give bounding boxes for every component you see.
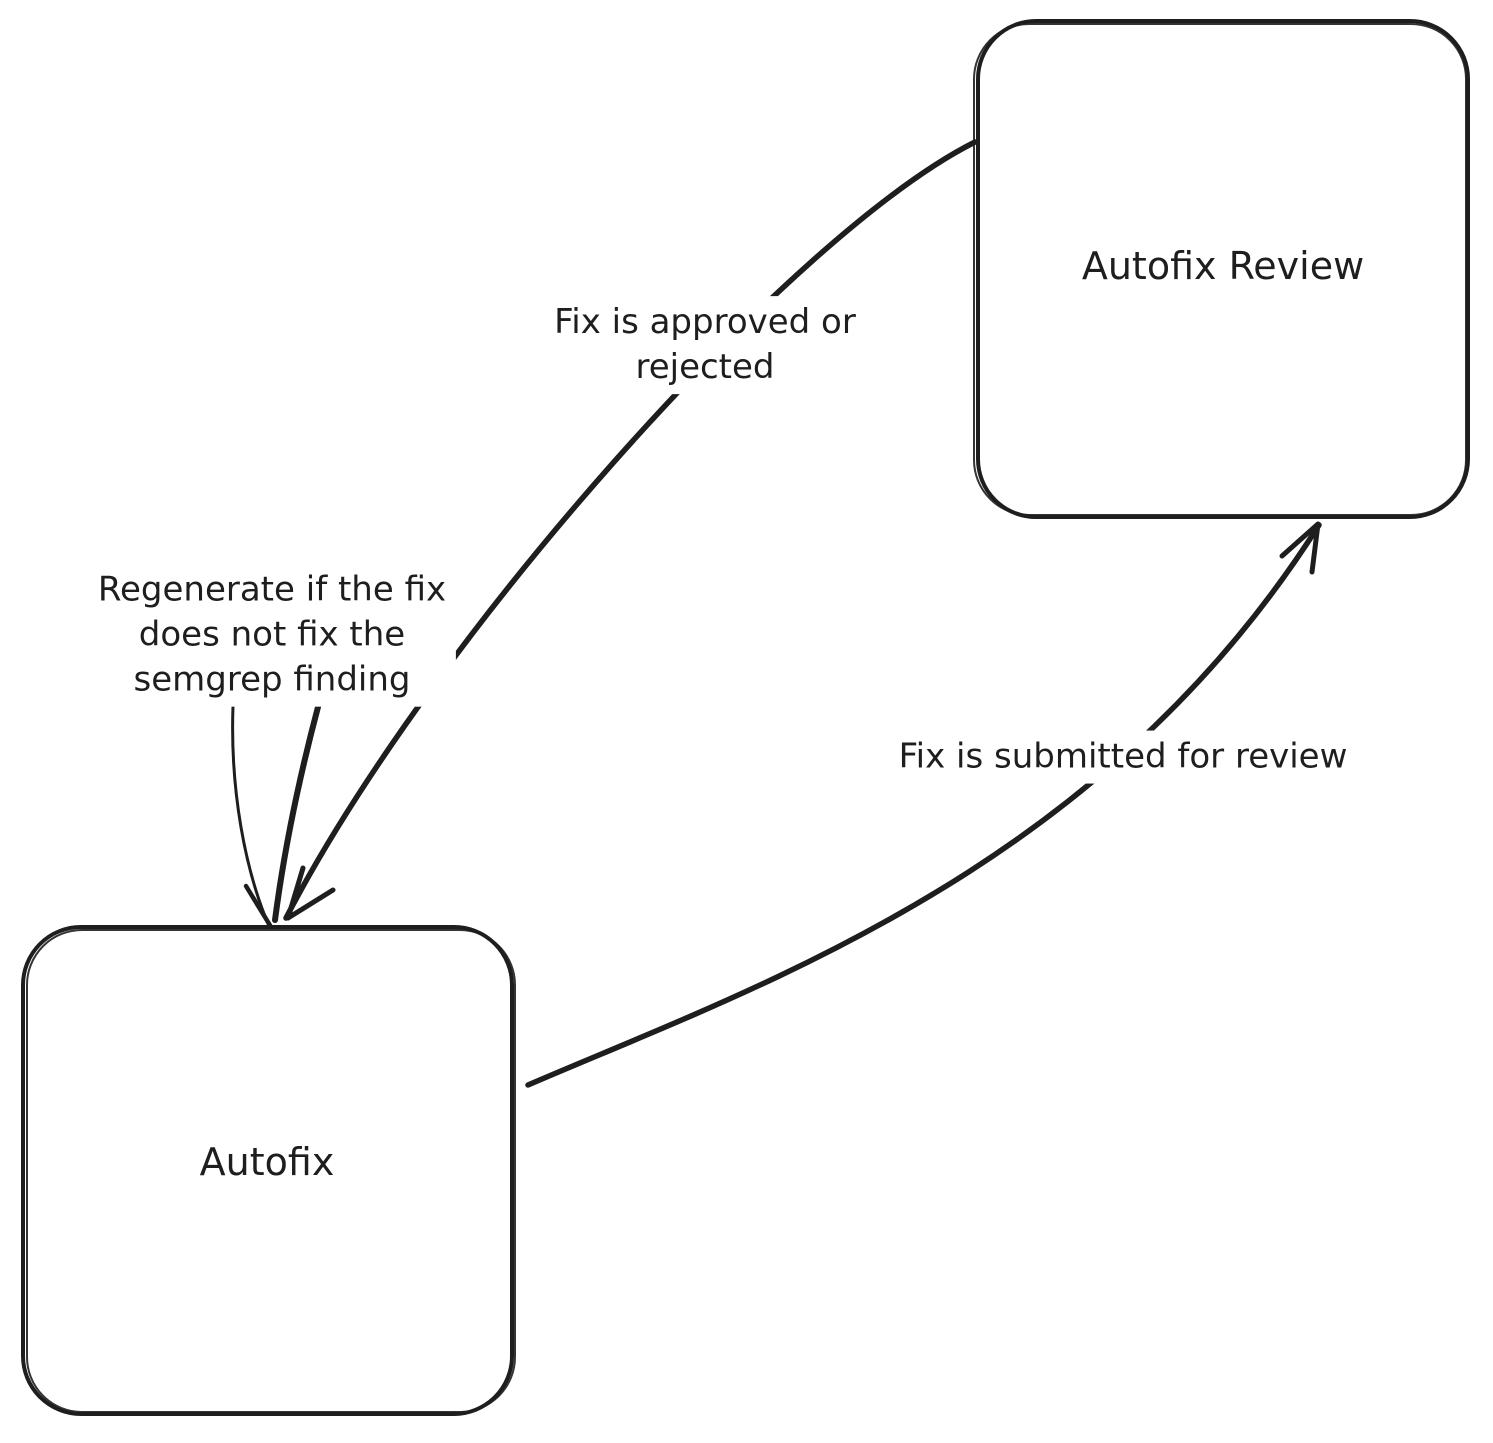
edge-regenerate [231, 704, 321, 930]
edge-label-approved-rejected: Fix is approved or rejected [544, 296, 866, 394]
edge-label-line: Regenerate if the fix [97, 569, 447, 610]
edge-label-line: Fix is approved or [554, 302, 856, 343]
node-label-autofix-review: Autofix Review [1081, 243, 1365, 288]
edge-label-submit-review: Fix is submitted for review [888, 730, 1358, 784]
autofix-box-outline [21, 925, 514, 1416]
edge-approved-rejected-line [283, 139, 978, 921]
edge-approved-rejected [283, 139, 978, 921]
edge-label-line: semgrep finding [133, 659, 411, 700]
edge-label-line: Fix is submitted for review [898, 736, 1348, 777]
autofix-review-box-outline-echo [973, 23, 1467, 516]
edge-submit-review-line [525, 522, 1322, 1088]
autofix-box-outline-echo [26, 929, 516, 1413]
edge-submit-review [525, 521, 1322, 1088]
edge-label-regenerate: Regenerate if the fix does not fix the s… [87, 563, 457, 707]
edge-approved-rejected-arrowhead [285, 865, 336, 921]
node-label-autofix: Autofix [199, 1139, 335, 1184]
edge-regenerate-line-thin [231, 704, 271, 928]
edge-regenerate-line-thick [272, 704, 321, 923]
autofix-review-box-outline [976, 19, 1470, 519]
edge-label-line: does not fix the [138, 614, 406, 655]
edge-label-line: rejected [635, 347, 775, 387]
node-autofix-box [21, 925, 516, 1416]
node-autofix-review-box [973, 19, 1470, 519]
edge-submit-review-arrowhead [1279, 521, 1321, 575]
edge-regenerate-arrowhead [243, 883, 274, 930]
